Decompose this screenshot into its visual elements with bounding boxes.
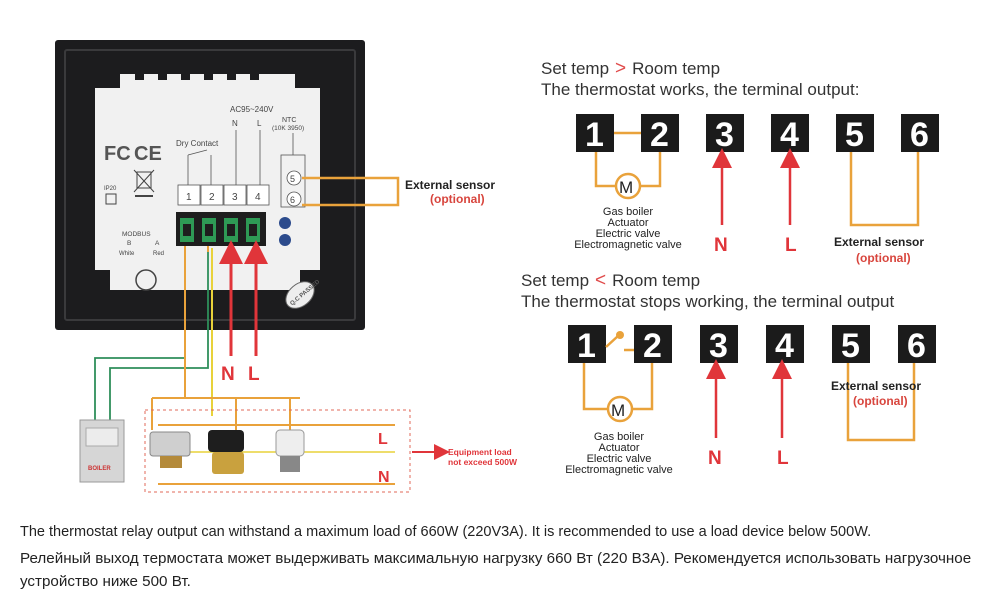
sensor-screw-1 xyxy=(279,217,291,229)
thermostat-device: FC CE IP20 Dry Contact AC95~240V N L NTC… xyxy=(55,40,365,330)
works-load-label-2: Actuator xyxy=(608,217,649,229)
fcc-logo: FC xyxy=(104,143,131,165)
ce-logo: CE xyxy=(134,143,162,165)
stops-compare-sign: < xyxy=(595,270,607,291)
dry-contact-label: Dry Contact xyxy=(176,139,219,148)
load-box xyxy=(144,409,411,493)
works-load-label-3: Electric valve xyxy=(596,228,661,240)
screw-terminals xyxy=(176,212,266,246)
terminal-2: 2 xyxy=(209,192,215,203)
works-l-label: L xyxy=(785,235,797,256)
external-sensor-loop-left xyxy=(302,176,400,207)
electromagnetic-valve-icon xyxy=(275,429,305,472)
stops-panel: 1 2 3 4 5 6 M Gas boiler Actuator Electr… xyxy=(565,325,936,476)
load-note-russian: Релейный выход термостата может выдержив… xyxy=(20,550,972,590)
stops-n-label: N xyxy=(708,448,722,469)
ntc-label: NTC xyxy=(282,117,296,124)
terminal-5-circle xyxy=(286,170,302,186)
works-terminal-4: 4 xyxy=(780,116,799,154)
works-terminal-5: 5 xyxy=(845,116,864,154)
works-motor-symbol: M xyxy=(619,178,633,197)
works-set-temp: Set temp xyxy=(541,59,610,78)
works-load-label-1: Gas boiler xyxy=(603,206,653,218)
works-room-temp: Room temp xyxy=(632,59,721,78)
stops-terminal-4: 4 xyxy=(775,327,794,365)
stops-terminal-5: 5 xyxy=(841,327,860,365)
boiler-label: BOILER xyxy=(88,466,111,472)
modbus-label: MODBUS xyxy=(122,231,151,238)
stops-load-label-3: Electric valve xyxy=(587,453,652,465)
stops-sensor-optional: (optional) xyxy=(853,394,908,408)
terminal-3: 3 xyxy=(232,192,238,203)
weee-bin-icon xyxy=(133,169,155,197)
works-load-label-4: Electromagnetic valve xyxy=(574,239,682,251)
stops-header-line1: Set temp < Room temp xyxy=(521,270,700,291)
stops-load-label-1: Gas boiler xyxy=(594,431,644,443)
wiring-l-label: L xyxy=(248,364,260,385)
terminal-4: 4 xyxy=(255,192,261,203)
works-terminal-6: 6 xyxy=(910,116,929,154)
stops-l-label: L xyxy=(777,448,789,469)
works-sensor-loop xyxy=(849,152,920,227)
stops-terminal-boxes: 1 2 3 4 5 6 xyxy=(568,325,936,365)
stops-contact-open xyxy=(605,331,634,352)
double-insulation-icon xyxy=(105,193,117,205)
stops-set-temp: Set temp xyxy=(521,271,590,290)
stops-terminal-3: 3 xyxy=(709,327,728,365)
stops-sensor-label: External sensor xyxy=(831,379,921,393)
terminal-strip xyxy=(177,184,270,206)
modbus-white-label: White xyxy=(119,251,135,257)
stops-terminal-2: 2 xyxy=(643,327,662,365)
load-l-label: L xyxy=(378,431,388,448)
stops-header-line2: The thermostat stops working, the termin… xyxy=(521,292,895,311)
modbus-b-label: B xyxy=(127,240,131,247)
voltage-label: AC95~240V xyxy=(230,105,274,114)
load-n-label: N xyxy=(378,469,390,486)
stops-load-loop xyxy=(582,363,654,423)
device-l-label: L xyxy=(257,119,262,128)
wiring-n-label: N xyxy=(221,364,235,385)
stops-motor-symbol: M xyxy=(611,401,625,420)
actuator-icon xyxy=(149,431,191,468)
modbus-a-label: A xyxy=(155,240,160,247)
stops-room-temp: Room temp xyxy=(612,271,701,290)
ip-rating: IP20 xyxy=(104,186,117,192)
works-n-label: N xyxy=(714,235,728,256)
modbus-red-label: Red xyxy=(153,251,164,257)
works-header-line2: The thermostat works, the terminal outpu… xyxy=(541,80,860,99)
electric-valve-icon xyxy=(208,430,244,474)
terminal-5: 5 xyxy=(290,174,295,184)
works-header-line1: Set temp > Room temp xyxy=(541,58,720,79)
works-terminal-3: 3 xyxy=(715,116,734,154)
works-terminal-boxes: 1 2 3 4 5 6 xyxy=(576,114,939,154)
works-terminal-2: 2 xyxy=(650,116,669,154)
boiler-icon xyxy=(79,419,125,483)
device-n-label: N xyxy=(232,119,238,128)
stops-terminal-6: 6 xyxy=(907,327,926,365)
works-sensor-optional: (optional) xyxy=(856,251,911,265)
works-sensor-label: External sensor xyxy=(834,235,924,249)
equipment-note-line1: Equipment load xyxy=(448,447,512,457)
supply-lines xyxy=(158,424,395,485)
stops-load-label-2: Actuator xyxy=(599,442,640,454)
terminal-1: 1 xyxy=(186,192,192,203)
sensor-screw-2 xyxy=(279,234,291,246)
reset-button-icon xyxy=(135,269,157,291)
works-panel: 1 2 3 4 5 6 M Gas boiler Actuator Electr… xyxy=(574,114,939,265)
equipment-note-line2: not exceed 500W xyxy=(448,457,518,467)
stops-terminal-1: 1 xyxy=(577,327,596,365)
external-sensor-label: External sensor xyxy=(405,178,495,192)
device-bezel xyxy=(64,49,356,321)
ntc-spec: (10K 3950) xyxy=(272,125,304,132)
terminal-6-circle xyxy=(286,191,302,207)
stops-sensor-loop xyxy=(846,363,916,442)
external-sensor-optional: (optional) xyxy=(430,192,485,206)
load-note-english: The thermostat relay output can withstan… xyxy=(20,524,872,540)
works-compare-sign: > xyxy=(615,58,627,79)
works-contact-closed xyxy=(594,131,662,200)
stops-load-label-4: Electromagnetic valve xyxy=(565,464,673,476)
terminal-6: 6 xyxy=(290,195,295,205)
works-terminal-1: 1 xyxy=(585,116,604,154)
